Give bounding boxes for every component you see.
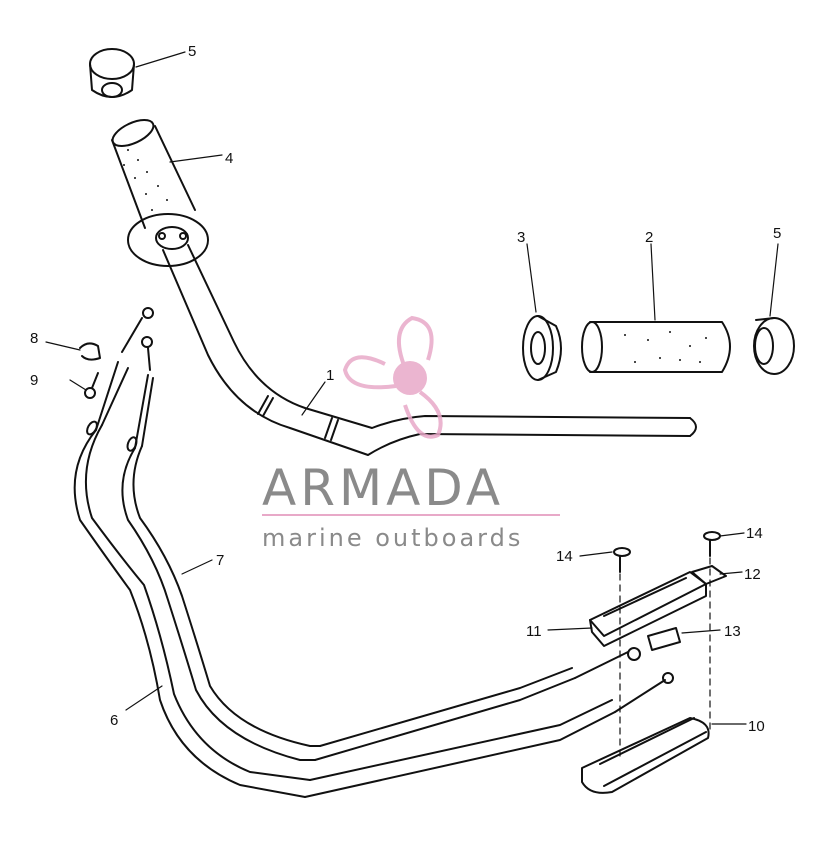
callout-5-right: 5 [773, 225, 781, 242]
switch-pad [691, 565, 727, 585]
throttle-housing [127, 213, 209, 267]
callout-8: 8 [30, 330, 38, 347]
callout-13: 13 [724, 623, 741, 640]
grip-sleeve [581, 321, 731, 373]
switch-housing-upper [589, 571, 707, 647]
callout-7: 7 [216, 552, 224, 569]
callout-9: 9 [30, 372, 38, 389]
screw-left [613, 547, 631, 573]
callout-14-right: 14 [746, 525, 763, 542]
clip-screw [84, 372, 99, 399]
grip-flange [522, 315, 562, 381]
assembly-guide-lines [619, 557, 711, 761]
watermark-brand: ARMADA [262, 459, 504, 517]
cable-clip [79, 342, 101, 361]
end-cap-top [89, 48, 135, 98]
throttle-grip [111, 119, 196, 229]
callout-2: 2 [645, 229, 653, 246]
switch-button [647, 627, 681, 651]
callout-11: 11 [526, 623, 542, 640]
callout-1: 1 [326, 367, 334, 384]
callout-5-top: 5 [188, 43, 196, 60]
watermark-tagline: marine outboards [262, 524, 523, 552]
throttle-cables [73, 307, 674, 798]
callout-10: 10 [748, 718, 765, 735]
callout-14-left: 14 [556, 548, 573, 565]
callout-4: 4 [225, 150, 233, 167]
callout-6: 6 [110, 712, 118, 729]
end-cap-right [753, 317, 795, 375]
callout-12: 12 [744, 566, 761, 583]
screw-right [703, 531, 721, 557]
propeller-logo [342, 315, 443, 439]
callout-3: 3 [517, 229, 525, 246]
leader-lines [45, 51, 779, 725]
switch-housing-lower [581, 717, 710, 794]
